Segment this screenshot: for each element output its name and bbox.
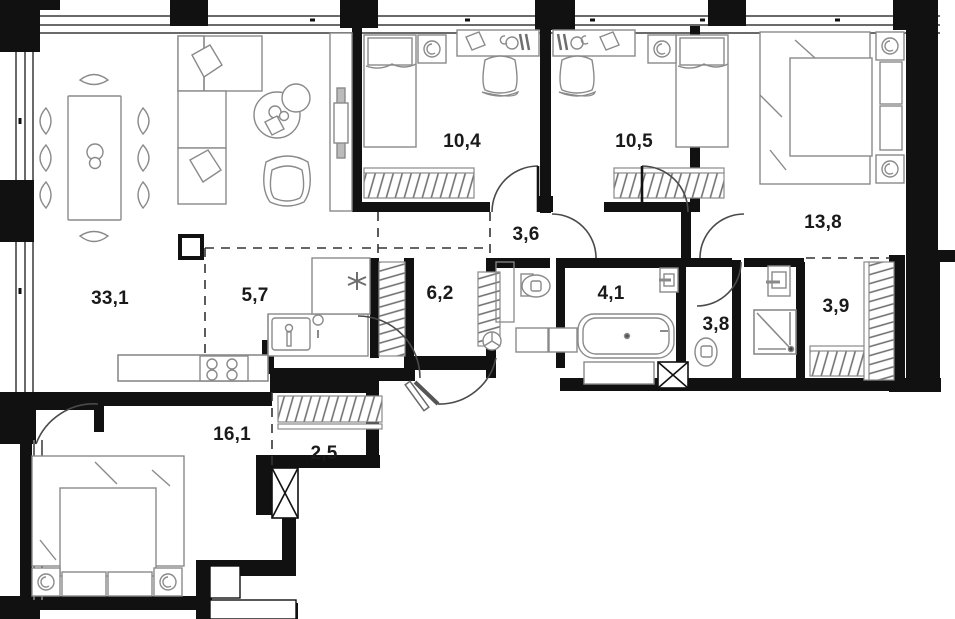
radiator-bedroom-left [363,167,475,199]
dining-table-group [39,73,150,243]
zone-dashed-lines [204,212,890,470]
door-leaf-panels [404,380,430,412]
utility-icon-corridor [482,331,502,351]
toilet-left [520,273,551,298]
bed-single-left [363,34,417,148]
kitchen-faucet-icon [312,314,324,338]
room-area-label-wardrobe: 2,5 [310,443,338,464]
room-area-label-bathroom-main: 4,1 [597,283,625,304]
cooktop [199,355,249,382]
bed-double-bottom [31,455,185,577]
nightstand-lamp-left [417,34,447,64]
armchair [263,155,311,207]
bed-double-master [759,31,873,185]
room-area-label-corridor: 6,2 [426,283,454,304]
shaft-cross-bottom [271,467,299,519]
room-area-label-living: 33,1 [91,288,129,309]
nightstand-lamp-right [647,34,677,64]
radiator-right-vertical [863,261,895,381]
chair-desk-left [481,55,520,97]
cross-hatch-shaft [657,361,689,389]
room-area-label-utility: 3,9 [822,296,850,317]
dining-chairs [39,73,150,243]
chair-desk-right [558,55,597,97]
toilet-right [694,337,718,367]
nightstands-master [875,31,905,184]
structural-columns [0,0,938,444]
wardrobe-corridor-left [378,261,406,357]
radiator-wardrobe-closet [277,395,383,430]
room-area-label-bedroom-right: 10,5 [615,131,653,152]
room-area-label-bathroom-small: 3,8 [702,314,730,335]
floor-outlet-box [178,234,204,260]
misc-detail-lines [117,261,515,382]
vanity-sink-right [766,265,791,297]
room-area-label-hall-upper: 3,6 [512,224,540,245]
pillows-bottom-bed [61,571,153,597]
bed-single-right [675,34,729,148]
sink-upper-right [659,267,679,293]
room-area-label-bedroom-left: 10,4 [443,131,481,152]
nightstands-bottom-bed [31,567,183,597]
room-area-label-master: 13,8 [804,212,842,233]
pillows-master [879,61,903,151]
bottom-utility-boxes [209,565,297,619]
door-swings [35,165,745,445]
bathtub [577,313,675,359]
desk-left [456,29,540,57]
radiator-bedroom-right [613,167,725,199]
room-area-label-bedroom-bottom: 16,1 [213,424,251,445]
bathroom-cabinet-bottom [583,361,655,385]
sectional-sofa [177,35,263,205]
wardrobe-bedroom-left [329,32,353,212]
coffee-table [253,83,311,139]
kitchen-sink [271,317,311,351]
room-area-label-kitchen: 5,7 [241,285,269,306]
hood-icon [347,272,367,290]
desk-right [552,29,636,57]
sink-cabinet-left [515,327,578,353]
shower-cabin [753,309,797,355]
